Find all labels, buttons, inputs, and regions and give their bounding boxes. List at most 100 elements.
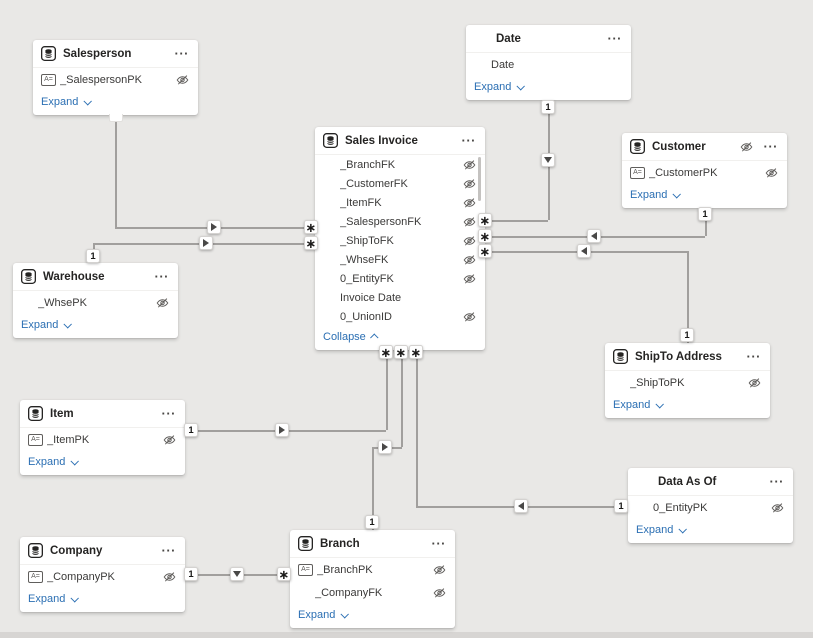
table-header[interactable]: Company ··· (20, 537, 185, 565)
expand-toggle[interactable]: Expand (21, 319, 59, 331)
more-options-icon[interactable]: ··· (161, 542, 176, 558)
table-shipto-address[interactable]: ShipTo Address ··· _ShipToPK Expand (605, 343, 770, 418)
field-row[interactable]: _CompanyFK (290, 581, 455, 604)
table-date[interactable]: Date ··· Date Expand (466, 25, 631, 100)
field-row[interactable]: 0_EntityPK (628, 496, 793, 519)
field-row[interactable]: A= _SalespersonPK (33, 68, 198, 91)
expand-toggle[interactable]: Expand (28, 593, 66, 605)
hidden-eye-icon[interactable] (463, 234, 476, 247)
cardinality-one-marker[interactable]: 1 (614, 499, 628, 513)
hidden-eye-icon[interactable] (176, 73, 189, 86)
expand-toggle[interactable]: Expand (298, 609, 336, 621)
filter-direction-right-icon[interactable] (275, 423, 289, 437)
table-header[interactable]: Item ··· (20, 400, 185, 428)
hidden-eye-icon[interactable] (463, 272, 476, 285)
more-options-icon[interactable]: ··· (461, 132, 476, 148)
hidden-eye-icon[interactable] (163, 433, 176, 446)
field-row[interactable]: A= _CompanyPK (20, 565, 185, 588)
relationship-line[interactable] (115, 114, 117, 227)
cardinality-many-marker[interactable]: ∗ (478, 228, 492, 244)
hidden-eye-icon[interactable] (463, 310, 476, 323)
relationship-line[interactable] (401, 345, 403, 447)
cardinality-many-marker[interactable]: ∗ (304, 219, 318, 235)
cardinality-many-marker[interactable]: ∗ (304, 235, 318, 251)
table-customer[interactable]: Customer ··· A= _CustomerPK Expand (622, 133, 787, 208)
hidden-eye-icon[interactable] (163, 570, 176, 583)
hidden-eye-icon[interactable] (433, 586, 446, 599)
field-row[interactable]: _ShipToFK (315, 231, 485, 250)
hidden-eye-icon[interactable] (463, 177, 476, 190)
filter-direction-down-icon[interactable] (230, 567, 244, 581)
filter-direction-left-icon[interactable] (587, 229, 601, 243)
table-header[interactable]: Customer ··· (622, 133, 787, 161)
field-row[interactable]: A= _BranchPK (290, 558, 455, 581)
expand-toggle[interactable]: Expand (630, 189, 668, 201)
hidden-eye-icon[interactable] (740, 140, 753, 153)
table-header[interactable]: Sales Invoice ··· (315, 127, 485, 155)
field-row[interactable]: Invoice Date (315, 288, 485, 307)
relationship-line[interactable] (687, 251, 689, 343)
cardinality-many-marker[interactable]: ∗ (277, 566, 291, 582)
filter-direction-right-icon[interactable] (199, 236, 213, 250)
field-row[interactable]: A= _CustomerPK (622, 161, 787, 184)
hidden-eye-icon[interactable] (463, 158, 476, 171)
cardinality-one-marker[interactable]: 1 (698, 207, 712, 221)
cardinality-many-marker[interactable]: ∗ (379, 344, 393, 360)
field-row[interactable]: _WhseFK (315, 250, 485, 269)
field-row[interactable]: 0_EntityFK (315, 269, 485, 288)
relationship-line[interactable] (372, 447, 374, 530)
table-scrollbar[interactable] (478, 157, 481, 201)
expand-toggle[interactable]: Expand (41, 96, 79, 108)
filter-direction-left-icon[interactable] (577, 244, 591, 258)
more-options-icon[interactable]: ··· (154, 268, 169, 284)
table-branch[interactable]: Branch ··· A= _BranchPK _CompanyFK Expan… (290, 530, 455, 628)
more-options-icon[interactable]: ··· (763, 138, 778, 154)
table-item[interactable]: Item ··· A= _ItemPK Expand (20, 400, 185, 475)
table-header[interactable]: Data As Of ··· (628, 468, 793, 496)
table-sales-invoice[interactable]: Sales Invoice ··· _BranchFK _CustomerFK … (315, 127, 485, 350)
more-options-icon[interactable]: ··· (607, 30, 622, 46)
field-row[interactable]: _CustomerFK (315, 174, 485, 193)
filter-direction-left-icon[interactable] (514, 499, 528, 513)
filter-direction-down-icon[interactable] (541, 153, 555, 167)
table-data-as-of[interactable]: Data As Of ··· 0_EntityPK Expand (628, 468, 793, 543)
more-options-icon[interactable]: ··· (769, 473, 784, 489)
collapse-toggle[interactable]: Collapse (323, 331, 366, 343)
more-options-icon[interactable]: ··· (174, 45, 189, 61)
cardinality-many-marker[interactable]: ∗ (478, 212, 492, 228)
table-header[interactable]: ShipTo Address ··· (605, 343, 770, 371)
hidden-eye-icon[interactable] (463, 253, 476, 266)
field-row[interactable]: _ShipToPK (605, 371, 770, 394)
filter-direction-right-icon[interactable] (207, 220, 221, 234)
table-header[interactable]: Salesperson ··· (33, 40, 198, 68)
hidden-eye-icon[interactable] (748, 376, 761, 389)
cardinality-one-marker[interactable]: 1 (184, 423, 198, 437)
field-row[interactable]: A= _ItemPK (20, 428, 185, 451)
more-options-icon[interactable]: ··· (161, 405, 176, 421)
cardinality-one-marker[interactable]: 1 (184, 567, 198, 581)
filter-direction-right-icon[interactable] (378, 440, 392, 454)
expand-toggle[interactable]: Expand (613, 399, 651, 411)
field-row[interactable]: _WhsePK (13, 291, 178, 314)
expand-toggle[interactable]: Expand (474, 81, 512, 93)
hidden-eye-icon[interactable] (463, 196, 476, 209)
hidden-eye-icon[interactable] (463, 215, 476, 228)
more-options-icon[interactable]: ··· (746, 348, 761, 364)
expand-toggle[interactable]: Expand (636, 524, 674, 536)
expand-toggle[interactable]: Expand (28, 456, 66, 468)
cardinality-one-marker[interactable]: 1 (680, 328, 694, 342)
table-header[interactable]: Date ··· (466, 25, 631, 53)
relationship-line[interactable] (386, 345, 388, 430)
hidden-eye-icon[interactable] (156, 296, 169, 309)
table-header[interactable]: Warehouse ··· (13, 263, 178, 291)
hidden-eye-icon[interactable] (433, 563, 446, 576)
field-row[interactable]: 0_UnionID (315, 307, 485, 326)
table-warehouse[interactable]: Warehouse ··· _WhsePK Expand (13, 263, 178, 338)
relationship-line[interactable] (485, 220, 548, 222)
table-company[interactable]: Company ··· A= _CompanyPK Expand (20, 537, 185, 612)
field-row[interactable]: _ItemFK (315, 193, 485, 212)
cardinality-one-marker[interactable]: 1 (541, 100, 555, 114)
field-row[interactable]: Date (466, 53, 631, 76)
field-row[interactable]: _BranchFK (315, 155, 485, 174)
